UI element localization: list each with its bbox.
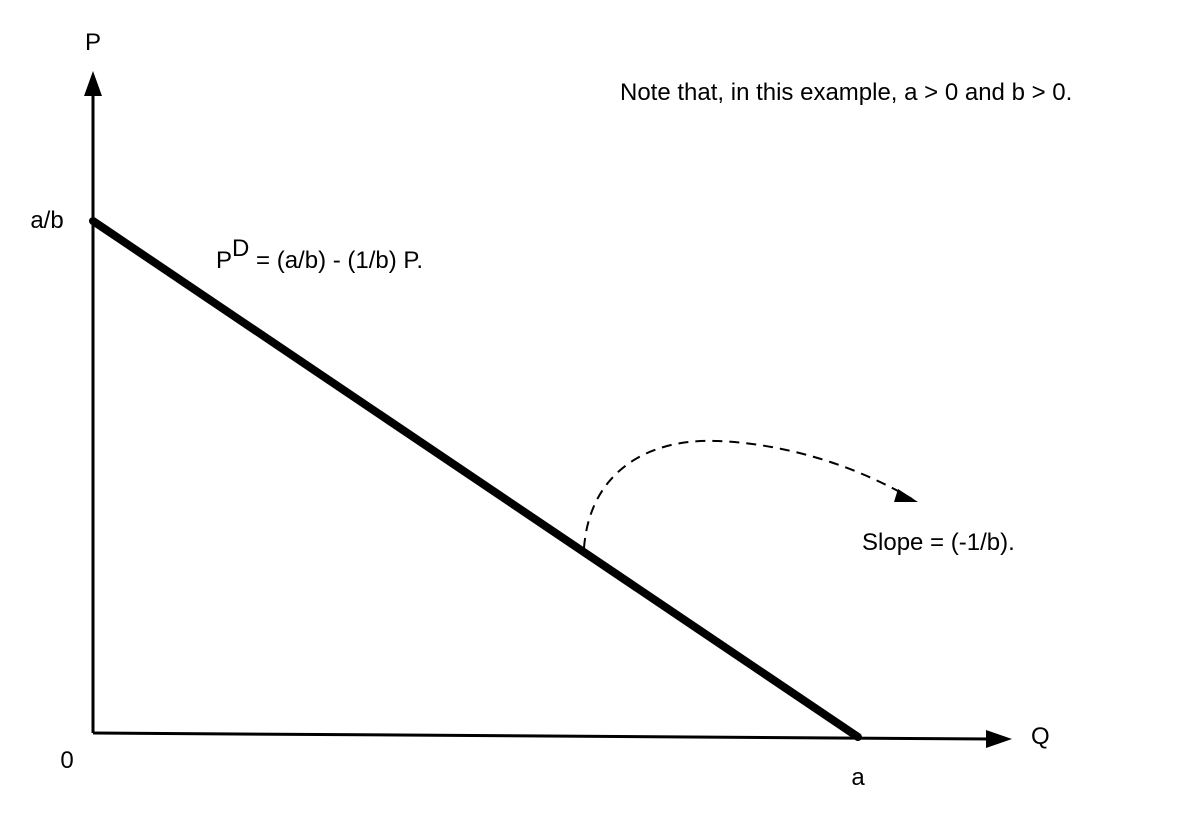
slope-arrowhead — [894, 489, 918, 502]
equation-rest: = (a/b) - (1/b) P. — [249, 247, 423, 274]
x-axis-arrowhead — [986, 730, 1012, 748]
x-axis-label: Q — [1031, 723, 1050, 750]
slope-annotation: Slope = (-1/b). — [862, 529, 1015, 556]
equation-superscript: D — [232, 235, 249, 262]
x-intercept-label: a — [851, 764, 865, 791]
equation-base: P — [216, 247, 232, 274]
demand-line — [89, 217, 862, 741]
slope-dashed-arrow — [583, 439, 913, 549]
y-axis-arrowhead — [84, 71, 102, 96]
x-axis — [92, 731, 993, 741]
y-intercept-label: a/b — [30, 207, 63, 234]
origin-label: 0 — [60, 747, 73, 774]
note-annotation: Note that, in this example, a > 0 and b … — [620, 79, 1072, 106]
y-axis-label: P — [85, 29, 101, 56]
demand-equation-label: PD = (a/b) - (1/b) P. — [216, 235, 423, 274]
